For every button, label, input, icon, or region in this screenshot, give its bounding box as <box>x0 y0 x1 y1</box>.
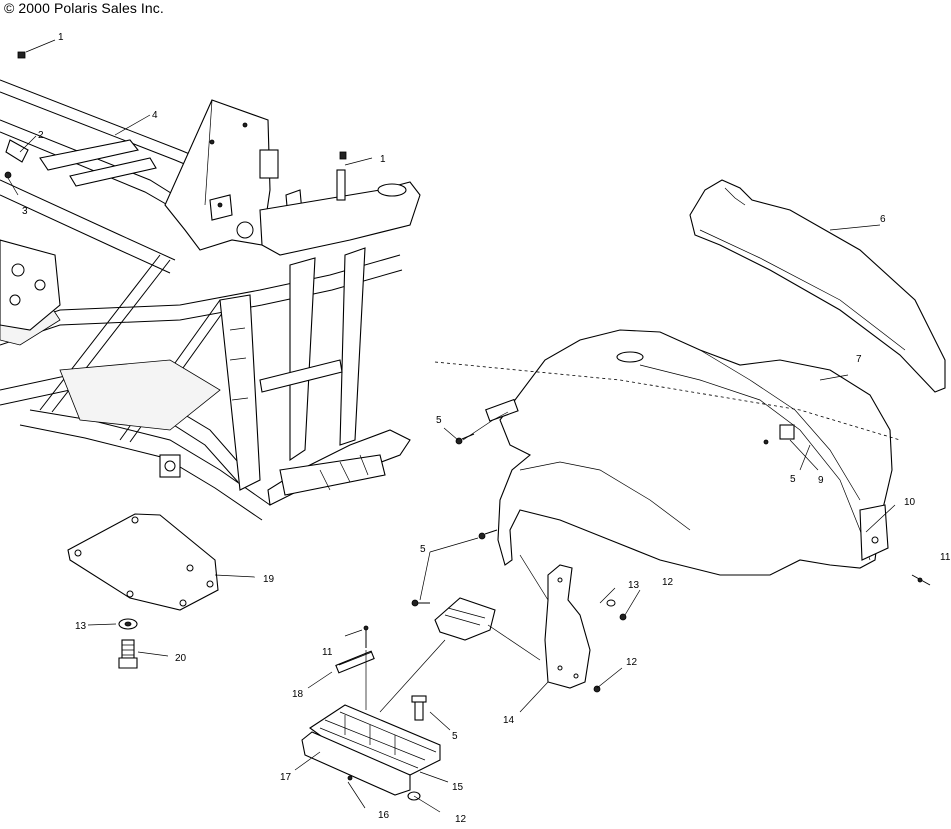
skid-plate <box>67 513 219 611</box>
callout-7: 7 <box>856 354 862 365</box>
leader-lines <box>7 39 896 813</box>
callout-1: 1 <box>58 32 64 43</box>
front-rack <box>689 179 946 393</box>
callout-2: 2 <box>38 130 44 141</box>
washer-and-bolt <box>118 618 138 669</box>
callout-4: 4 <box>152 110 158 121</box>
callout-18: 18 <box>292 689 304 700</box>
strap-detail <box>338 651 373 666</box>
callout-12: 12 <box>662 577 674 588</box>
callout-3: 3 <box>22 206 28 217</box>
footrest-strap <box>335 650 375 674</box>
callout-5: 5 <box>420 544 426 555</box>
callout-16: 16 <box>378 810 390 821</box>
footrest-bracket <box>434 597 496 641</box>
callout-6: 6 <box>880 214 886 225</box>
frame-assembly <box>0 51 421 521</box>
callout-20: 20 <box>175 653 187 664</box>
copyright-notice: © 2000 Polaris Sales Inc. <box>4 0 164 16</box>
callout-17: 17 <box>280 772 292 783</box>
callout-11: 11 <box>940 552 951 563</box>
callout-12: 12 <box>455 814 467 824</box>
front-fender <box>434 329 901 576</box>
callout-5: 5 <box>790 474 796 485</box>
callout-15: 15 <box>452 782 464 793</box>
callout-9: 9 <box>818 475 824 486</box>
footrest <box>301 704 441 796</box>
mud-flap <box>544 564 591 689</box>
callout-19: 19 <box>263 574 275 585</box>
callout-13: 13 <box>628 580 640 591</box>
callout-12: 12 <box>626 657 638 668</box>
callout-10: 10 <box>904 497 916 508</box>
callout-14: 14 <box>503 715 515 726</box>
callout-1: 1 <box>380 154 386 165</box>
callout-11: 11 <box>322 647 333 658</box>
callout-5: 5 <box>452 731 458 742</box>
callout-5: 5 <box>436 415 442 426</box>
callout-13: 13 <box>75 621 87 632</box>
callout-labels: 1 2 3 4 1 6 7 5 5 9 10 11 5 13 12 12 19 … <box>22 32 951 825</box>
